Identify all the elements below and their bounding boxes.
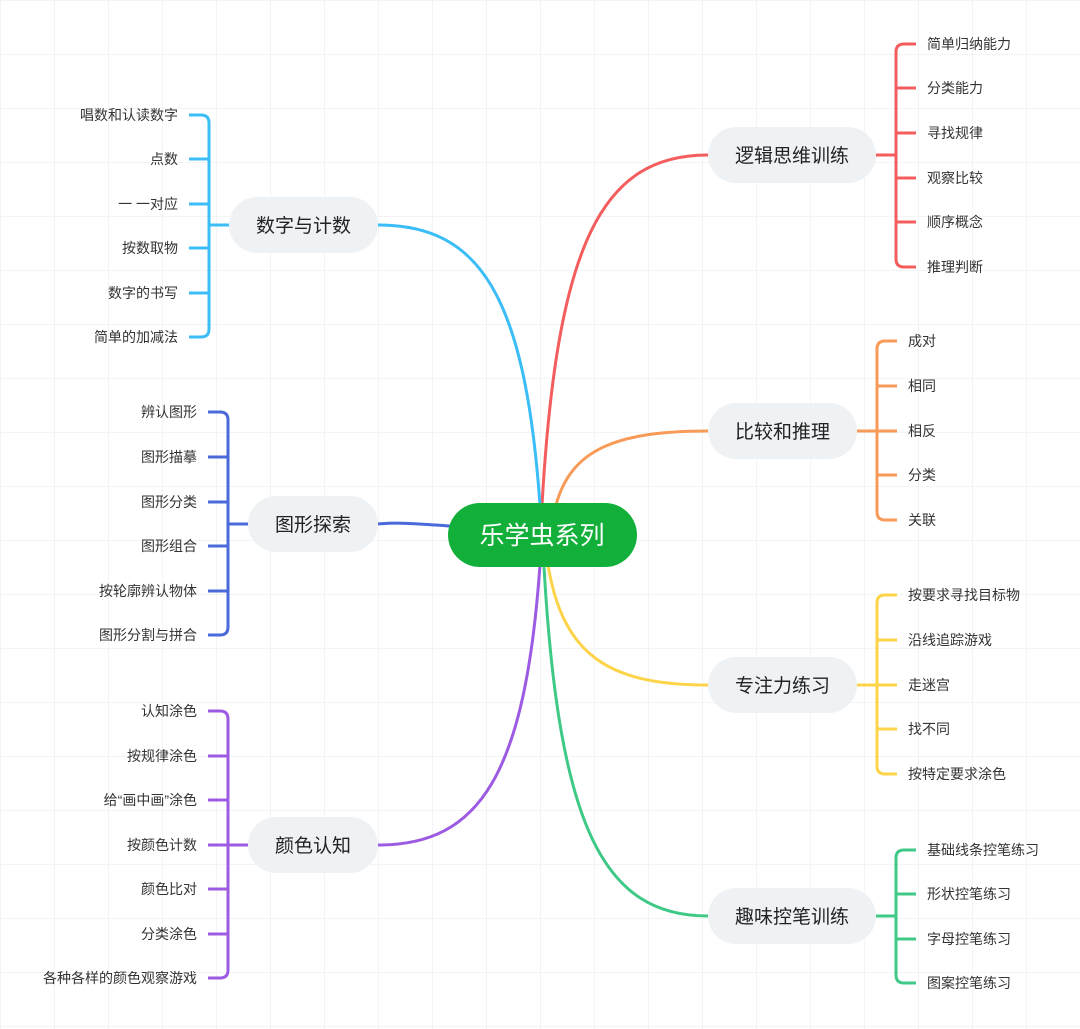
- leaf-topic[interactable]: 推理判断: [927, 259, 983, 275]
- leaf-topic[interactable]: 图形分类: [141, 494, 197, 510]
- leaf-topic[interactable]: 相反: [908, 423, 936, 439]
- edges: [189, 42, 916, 985]
- topic-pill: [708, 403, 857, 459]
- leaf-topic[interactable]: 相同: [908, 378, 936, 394]
- leaf-topic[interactable]: 分类能力: [927, 80, 983, 96]
- leaf-topic[interactable]: 按数取物: [122, 240, 178, 256]
- leaf-topic[interactable]: 寻找规律: [927, 125, 983, 141]
- leaf-topic[interactable]: 图案控笔练习: [927, 975, 1011, 991]
- branch-connector: [546, 564, 709, 687]
- main-topic-2[interactable]: 比较和推理: [708, 403, 857, 459]
- leaf-topic[interactable]: 按要求寻找目标物: [908, 587, 1020, 603]
- leaf-topic[interactable]: 分类涂色: [141, 926, 197, 942]
- leaf-topic[interactable]: 图形组合: [141, 538, 197, 554]
- branch-connector: [377, 223, 542, 506]
- leaf-topic[interactable]: 关联: [908, 512, 936, 528]
- central-pill: [448, 503, 637, 567]
- main-topic-label: 颜色认知: [275, 835, 351, 857]
- leaf-topic[interactable]: 简单归纳能力: [927, 36, 1011, 52]
- topic-pill: [708, 127, 876, 183]
- branch-connector: [377, 564, 542, 847]
- branch-connector: [542, 566, 709, 918]
- branch-5-bracket: [189, 113, 229, 339]
- topic-pill: [229, 197, 378, 253]
- leaf-topic[interactable]: 字母控笔练习: [927, 931, 1011, 947]
- leaf-topic[interactable]: 按颜色计数: [127, 837, 197, 853]
- leaf-topic[interactable]: 分类: [908, 467, 936, 483]
- topic-pill: [708, 888, 876, 944]
- leaf-topic[interactable]: 数字的书写: [108, 285, 178, 301]
- leaf-topic[interactable]: 基础线条控笔练习: [927, 842, 1039, 858]
- topic-pill: [248, 496, 378, 552]
- main-topic-5[interactable]: 数字与计数: [229, 197, 378, 253]
- main-topic-label: 趣味控笔训练: [735, 906, 849, 928]
- main-topic-label: 比较和推理: [735, 421, 830, 443]
- leaf-topic[interactable]: 走迷宫: [908, 677, 950, 693]
- leaf-topic[interactable]: 按规律涂色: [127, 748, 197, 764]
- main-topic-label: 数字与计数: [256, 215, 351, 237]
- main-topic-4[interactable]: 趣味控笔训练: [708, 888, 876, 944]
- leaf-topic[interactable]: 颜色比对: [141, 881, 197, 897]
- main-topic-label: 图形探索: [275, 514, 351, 536]
- branch-2-bracket: [857, 339, 897, 522]
- topic-pill: [708, 657, 857, 713]
- leaf-topic[interactable]: 沿线追踪游戏: [908, 632, 992, 648]
- leaf-topic[interactable]: 各种各样的颜色观察游戏: [43, 970, 197, 986]
- leaf-topic[interactable]: 顺序概念: [927, 214, 983, 230]
- main-topic-6[interactable]: 图形探索: [248, 496, 378, 552]
- branch-3-bracket: [857, 593, 897, 776]
- branch-connector: [554, 429, 709, 506]
- leaf-topic[interactable]: 一 一对应: [118, 196, 178, 212]
- leaf-topic[interactable]: 成对: [908, 333, 936, 349]
- topic-pill: [248, 817, 378, 873]
- leaf-topic[interactable]: 观察比较: [927, 170, 983, 186]
- leaf-topic[interactable]: 找不同: [908, 721, 950, 737]
- leaf-topic[interactable]: 唱数和认读数字: [80, 107, 178, 123]
- branch-4-bracket: [876, 848, 916, 985]
- leaf-topic[interactable]: 形状控笔练习: [927, 886, 1011, 902]
- branch-6-bracket: [208, 410, 248, 637]
- main-topic-1[interactable]: 逻辑思维训练: [708, 127, 876, 183]
- main-topic-7[interactable]: 颜色认知: [248, 817, 378, 873]
- main-topic-label: 逻辑思维训练: [735, 145, 849, 167]
- leaf-topic[interactable]: 按轮廓辨认物体: [99, 583, 197, 599]
- leaf-topic[interactable]: 按特定要求涂色: [908, 766, 1006, 782]
- branch-connector: [377, 521, 451, 528]
- branch-7-bracket: [208, 709, 248, 980]
- leaf-topic[interactable]: 图形分割与拼合: [99, 627, 197, 643]
- central-topic-label: 乐学虫系列: [479, 522, 604, 550]
- leaf-topic[interactable]: 点数: [150, 151, 178, 167]
- main-topic-3[interactable]: 专注力练习: [708, 657, 857, 713]
- main-topic-label: 专注力练习: [735, 675, 830, 697]
- branch-1-bracket: [876, 42, 916, 269]
- leaf-topic[interactable]: 认知涂色: [141, 703, 197, 719]
- leaf-topic[interactable]: 简单的加减法: [94, 329, 178, 345]
- leaf-topic[interactable]: 给“画中画”涂色: [104, 792, 197, 808]
- branch-connector: [540, 153, 709, 506]
- leaf-topic[interactable]: 辨认图形: [141, 404, 197, 420]
- central-topic[interactable]: 乐学虫系列: [448, 503, 637, 567]
- leaf-topic[interactable]: 图形描摹: [141, 449, 197, 465]
